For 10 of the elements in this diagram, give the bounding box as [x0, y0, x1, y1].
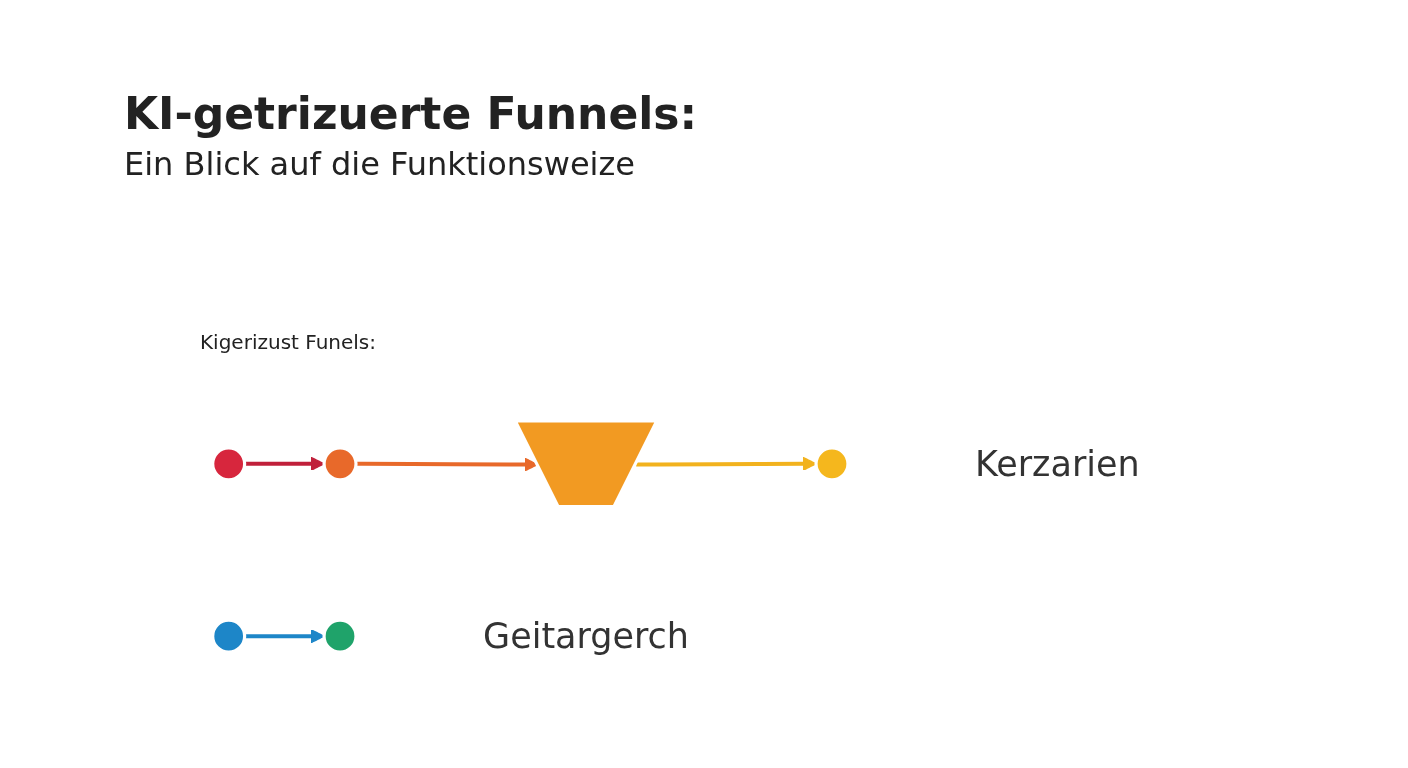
node-circle: [814, 446, 850, 482]
node-circle: [211, 618, 247, 654]
node-circle: [322, 446, 358, 482]
node-label: Geitargerch: [483, 616, 689, 657]
node-circle: [211, 446, 247, 482]
title: KI-getrizuerte Funnels:: [124, 88, 698, 139]
subtitle: Ein Blick auf die Funktionsweize: [124, 145, 636, 183]
section-label: Kigerizust Funels:: [200, 330, 377, 354]
node-circle: [322, 618, 358, 654]
node-label: Kerzarien: [975, 443, 1140, 484]
